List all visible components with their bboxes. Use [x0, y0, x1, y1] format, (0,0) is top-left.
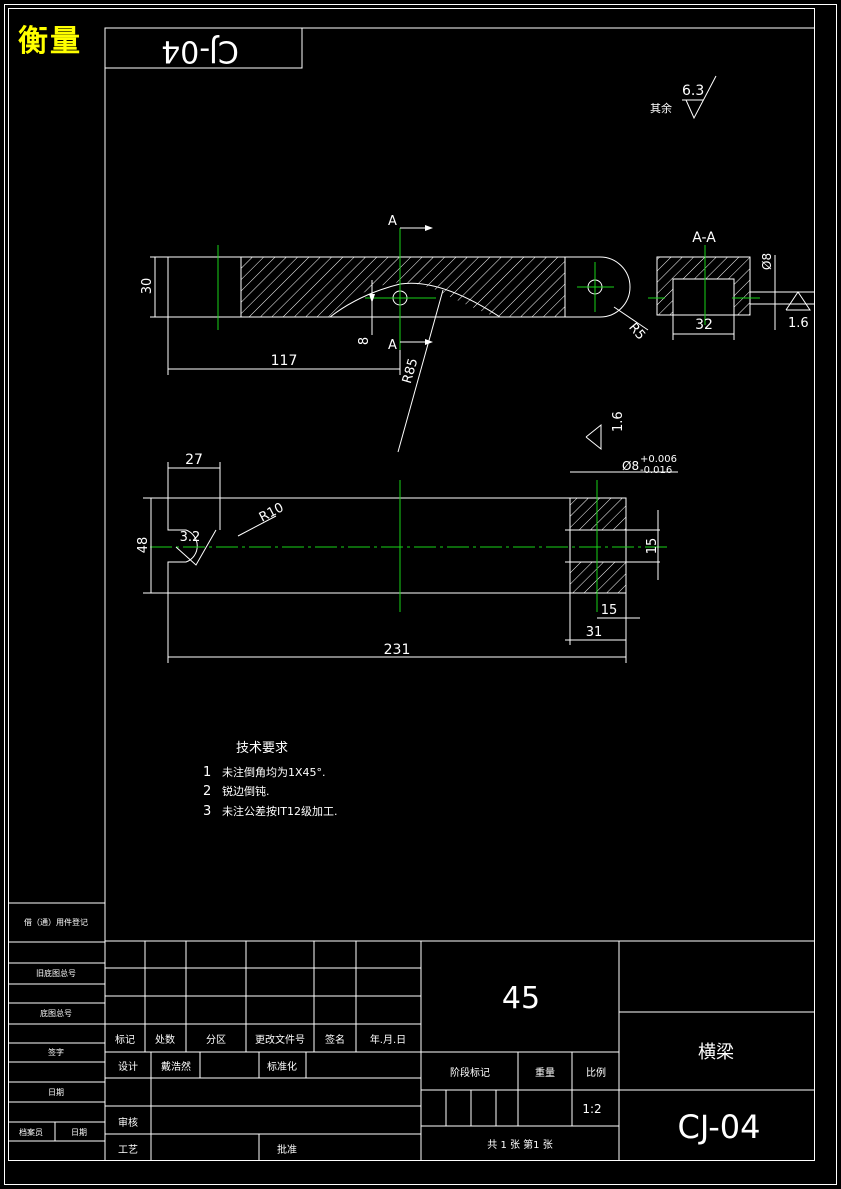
- front-view: 27 R10 3.2 48 1.6 Ø8 +0.006 -0.016 15 15…: [136, 411, 678, 663]
- svg-text:15: 15: [601, 603, 618, 618]
- svg-text:2: 2: [203, 784, 211, 799]
- top-view: A A 30 8 117 R85 R5: [140, 214, 649, 453]
- svg-text:签字: 签字: [48, 1047, 64, 1057]
- svg-text:档案员: 档案员: [19, 1127, 43, 1137]
- svg-text:横梁: 横梁: [698, 1042, 734, 1063]
- svg-text:未注公差按IT12级加工.: 未注公差按IT12级加工.: [222, 804, 337, 818]
- svg-text:阶段标记: 阶段标记: [450, 1066, 490, 1079]
- svg-text:48: 48: [136, 537, 151, 554]
- svg-text:设计: 设计: [118, 1060, 138, 1073]
- roughness-general: 其余 6.3: [650, 75, 717, 120]
- svg-text:签名: 签名: [325, 1033, 345, 1046]
- svg-text:1:2: 1:2: [582, 1102, 601, 1116]
- svg-text:CJ-04: CJ-04: [161, 34, 239, 69]
- svg-text:+0.006: +0.006: [640, 454, 677, 465]
- svg-text:8: 8: [357, 337, 372, 345]
- svg-text:技术要求: 技术要求: [236, 741, 288, 756]
- svg-text:A: A: [388, 338, 397, 353]
- svg-text:未注倒角均为1X45°.: 未注倒角均为1X45°.: [222, 765, 326, 779]
- svg-text:R5: R5: [625, 320, 648, 343]
- left-strip: 借（通）用件登记 旧底图总号 底图总号 签字 日期 档案员 日期: [8, 902, 105, 1142]
- svg-text:批准: 批准: [277, 1143, 297, 1156]
- svg-text:32: 32: [695, 317, 713, 333]
- svg-text:231: 231: [384, 642, 411, 658]
- svg-text:底图总号: 底图总号: [40, 1008, 72, 1018]
- mirrored-drawing-number: CJ-04: [104, 27, 303, 69]
- svg-text:27: 27: [185, 452, 203, 468]
- svg-text:处数: 处数: [155, 1033, 175, 1046]
- svg-text:3: 3: [203, 804, 211, 819]
- svg-text:3.2: 3.2: [180, 530, 201, 545]
- svg-text:A: A: [388, 214, 397, 229]
- svg-text:1: 1: [203, 765, 211, 780]
- svg-text:年.月.日: 年.月.日: [370, 1033, 406, 1046]
- svg-text:-0.016: -0.016: [640, 465, 672, 476]
- svg-text:旧底图总号: 旧底图总号: [36, 968, 76, 978]
- svg-text:重量: 重量: [535, 1066, 555, 1079]
- svg-text:借（通）用件登记: 借（通）用件登记: [24, 917, 88, 927]
- svg-text:标记: 标记: [115, 1034, 135, 1046]
- svg-text:比例: 比例: [586, 1066, 606, 1079]
- svg-text:30: 30: [140, 278, 155, 295]
- svg-text:其余: 其余: [650, 101, 672, 115]
- svg-text:日期: 日期: [71, 1128, 87, 1137]
- technical-requirements: 技术要求 1 未注倒角均为1X45°. 2 锐边倒钝. 3 未注公差按IT12级…: [203, 741, 337, 819]
- svg-text:CJ-04: CJ-04: [678, 1108, 761, 1146]
- svg-text:Ø8: Ø8: [622, 459, 639, 473]
- svg-text:1.6: 1.6: [788, 316, 809, 331]
- svg-text:日期: 日期: [48, 1088, 64, 1097]
- inner-border: [8, 8, 815, 1161]
- svg-text:共 1 张 第1 张: 共 1 张 第1 张: [487, 1138, 552, 1151]
- svg-text:117: 117: [271, 353, 298, 369]
- svg-text:审核: 审核: [118, 1116, 138, 1129]
- svg-text:工艺: 工艺: [118, 1144, 138, 1156]
- svg-text:戴浩然: 戴浩然: [161, 1060, 191, 1073]
- svg-text:31: 31: [586, 625, 603, 640]
- title-block: 标记 处数 分区 更改文件号 签名 年.月.日 设计 戴浩然 标准化 审核 工艺…: [105, 940, 815, 1161]
- svg-text:锐边倒钝.: 锐边倒钝.: [222, 784, 270, 798]
- svg-text:15: 15: [645, 538, 660, 555]
- svg-text:R85: R85: [400, 357, 421, 386]
- svg-text:A-A: A-A: [692, 230, 716, 246]
- svg-text:1.6: 1.6: [611, 411, 626, 432]
- svg-text:更改文件号: 更改文件号: [255, 1033, 305, 1046]
- svg-text:分区: 分区: [206, 1034, 226, 1046]
- svg-text:45: 45: [502, 981, 540, 1016]
- outer-border: [4, 4, 837, 1185]
- brand-logo: 衡量: [18, 24, 82, 59]
- svg-text:R10: R10: [257, 500, 287, 525]
- svg-text:6.3: 6.3: [682, 83, 704, 99]
- svg-text:标准化: 标准化: [267, 1060, 297, 1073]
- svg-text:Ø8: Ø8: [760, 253, 774, 270]
- section-view: A-A 32 Ø8 1.6: [648, 230, 815, 340]
